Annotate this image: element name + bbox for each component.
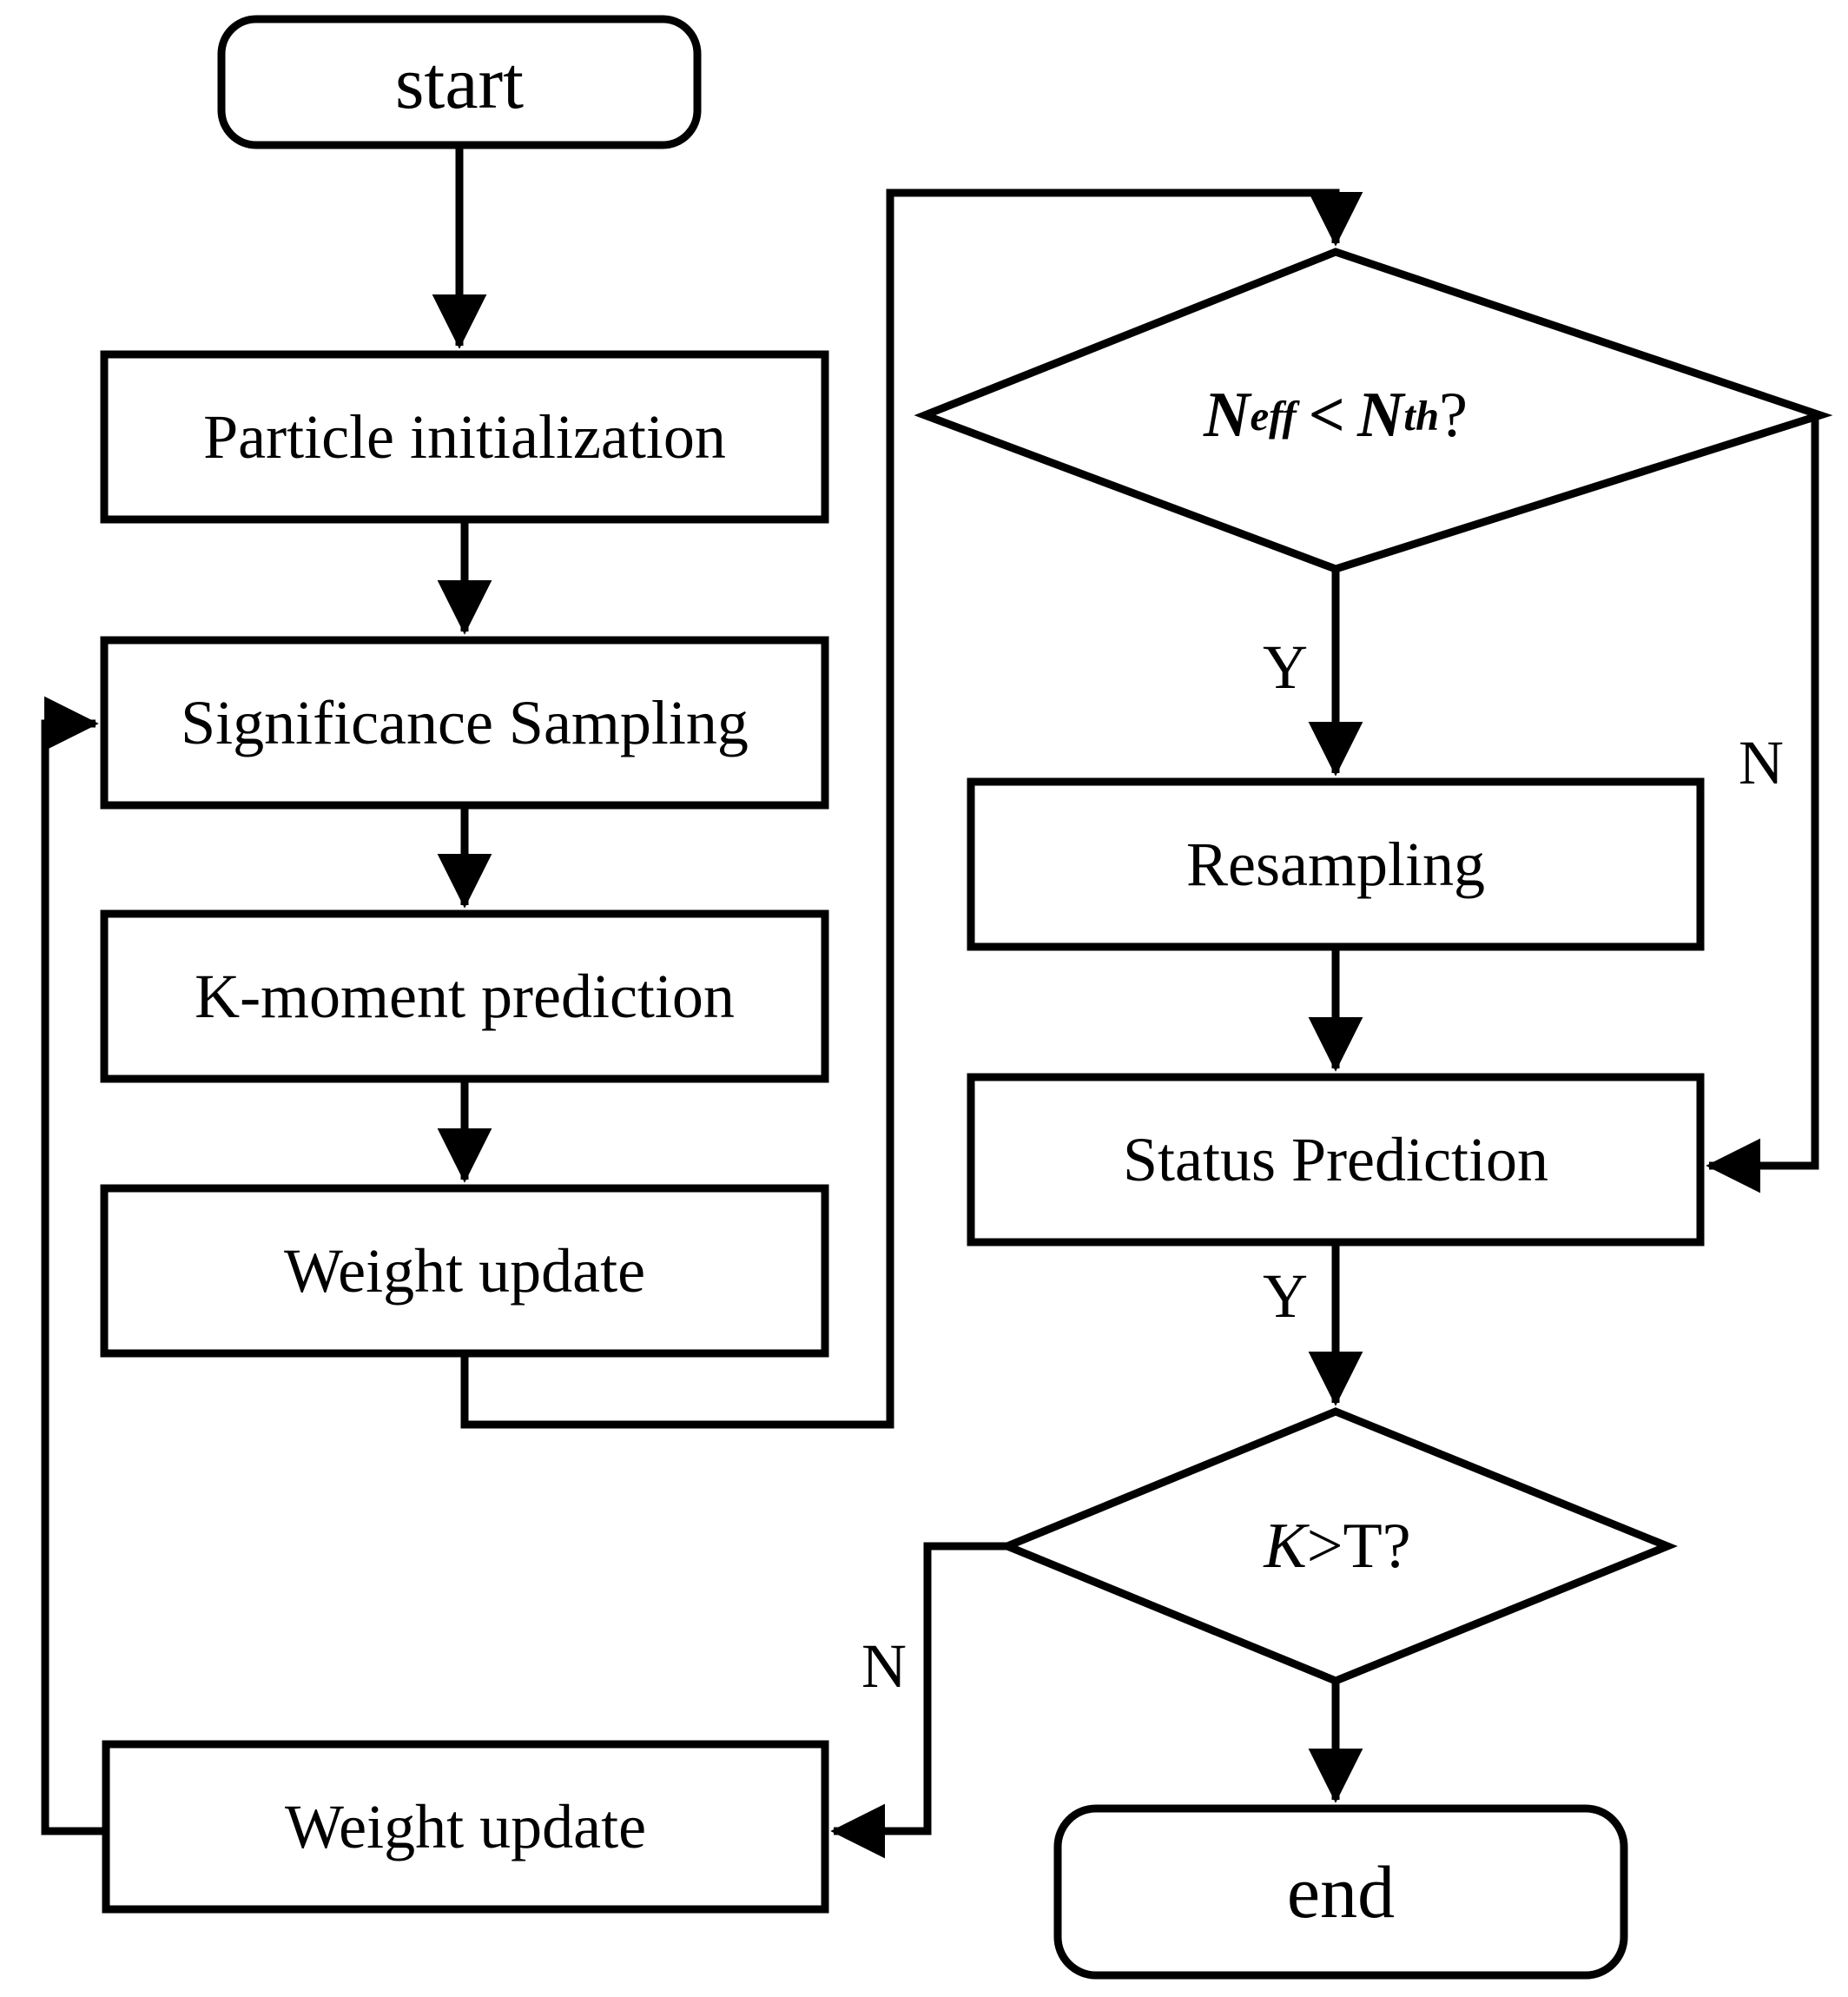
shape-status-prediction	[967, 1073, 1705, 1246]
shape-resampling	[967, 777, 1705, 951]
shape-significance-sampling	[100, 636, 829, 810]
edge-label-neff-no: N	[1739, 727, 1784, 797]
shape-neff-decision	[914, 248, 1833, 573]
shape-weight-update-bottom	[102, 1740, 829, 1914]
shape-start	[217, 15, 702, 149]
edge-neff-no-to-status	[1706, 411, 1820, 1194]
shape-k-moment-prediction	[100, 909, 829, 1083]
shape-kt-decision	[997, 1407, 1678, 1685]
shape-weight-update-top	[100, 1184, 829, 1358]
edge-kt-no-to-weight-bottom	[830, 1542, 1007, 1859]
shape-particle-initialization	[100, 350, 829, 524]
edge-weight-top-to-neff	[460, 188, 1363, 1429]
edge-label-kt-no: N	[861, 1630, 907, 1701]
shape-end	[1053, 1804, 1628, 1980]
edge-label-status-yes: Y	[1263, 1260, 1308, 1331]
edge-label-neff-yes: Y	[1263, 632, 1308, 702]
edge-weight-bottom-to-sampling	[41, 696, 106, 1835]
